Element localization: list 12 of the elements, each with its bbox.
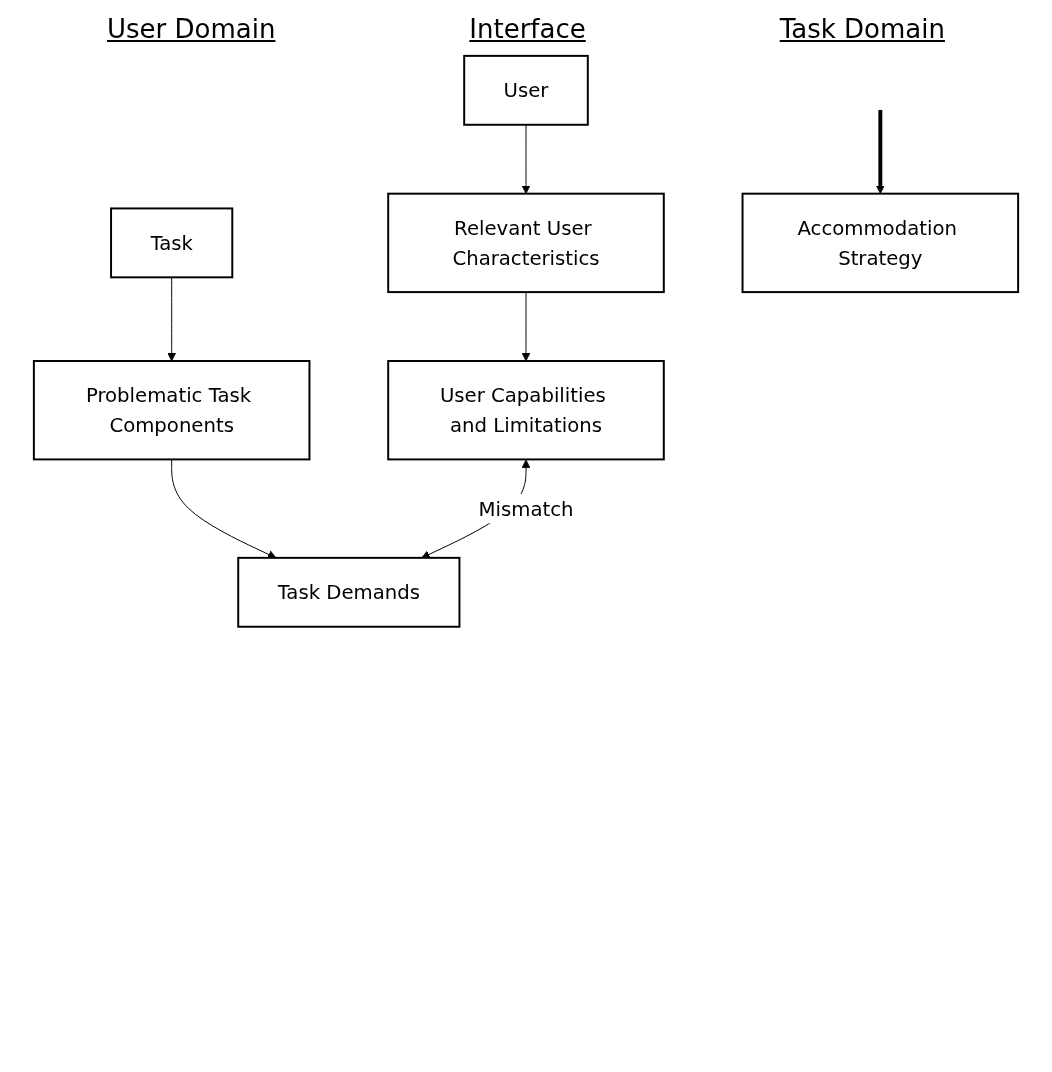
node-box: Accommodation Strategy bbox=[741, 192, 1020, 294]
node-box: User bbox=[463, 54, 589, 126]
column-heading: User Domain bbox=[106, 14, 276, 44]
node-box: Task Demands bbox=[237, 556, 461, 628]
column-heading: Interface bbox=[469, 14, 586, 44]
edge-label: Mismatch bbox=[478, 496, 574, 521]
node-box: Relevant User Characteristics bbox=[387, 192, 665, 294]
node-box: Problematic Task Components bbox=[32, 360, 311, 461]
arrow bbox=[876, 110, 885, 195]
column-heading: Task Domain bbox=[779, 14, 945, 44]
node-box: User Capabilities and Limitations bbox=[387, 360, 665, 461]
node-box: Task bbox=[110, 207, 234, 279]
